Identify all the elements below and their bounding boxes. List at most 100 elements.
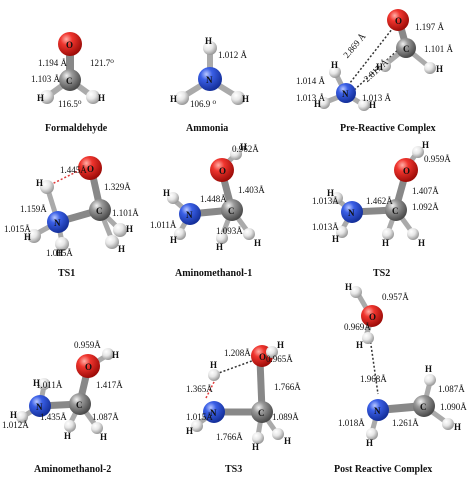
atom-label-h: H (37, 93, 44, 103)
hydrogen-atom (55, 237, 69, 251)
oxygen-atom (387, 9, 409, 31)
bond-length-label: 1.015Å (186, 412, 213, 422)
panel-aminomethanol-1: O C N H H H H H 0.962Å 1.403Å 1.448Å 1.0… (150, 142, 265, 279)
bond-length-label: 1.101 Å (424, 44, 454, 54)
hydrogen-atom (175, 91, 189, 105)
hydrogen-atom (252, 432, 264, 444)
atom-label-h: H (170, 94, 177, 104)
oxygen-atom (58, 32, 82, 56)
panel-title: Aminomethanol-2 (34, 464, 111, 475)
bond-length-label: 1.407Å (412, 186, 439, 196)
atom-label-h: H (163, 188, 170, 198)
hydrogen-atom (318, 97, 330, 109)
atom-label-n: N (342, 89, 349, 99)
panel-ts3: O C N H H H H H 1.208Å 0.965Å 1.365Å 1.7… (186, 340, 301, 475)
hydrogen-atom (38, 378, 50, 390)
bond-length-label: 0.965Å (266, 354, 293, 364)
oxygen-atom (210, 158, 234, 182)
atom-label-n: N (36, 402, 43, 412)
panel-title: TS2 (373, 268, 390, 279)
hydrogen-atom (86, 90, 100, 104)
carbon-atom (251, 401, 273, 423)
bond-length-label: 1.445Å (60, 165, 87, 175)
atom-label-h: H (382, 238, 389, 248)
bond-length-label: 1.013Å (312, 222, 339, 232)
distance-label: 2.869 Å (341, 31, 368, 60)
atom-label-h: H (277, 340, 284, 350)
bond-length-label: 1.101Å (112, 208, 139, 218)
hydrogen-atom (382, 228, 394, 240)
hydrogen-atom (64, 420, 76, 432)
bond-length-label: 0.962Å (232, 144, 259, 154)
oxygen-atom (76, 354, 100, 378)
hydrogen-atom (216, 232, 228, 244)
bond-length-label: 1.011Å (36, 380, 63, 390)
atom-label-n: N (54, 218, 61, 228)
carbon-atom (221, 199, 243, 221)
panel-formaldehyde: O C H H 1.194 Å 121.7⁰ 1.103 Å 116.5⁰ Fo… (31, 32, 114, 134)
hydrogen-atom (358, 99, 370, 111)
hydrogen-atom (191, 420, 203, 432)
atom-label-h: H (332, 234, 339, 244)
panel-title: TS3 (225, 464, 242, 475)
bond-length-label: 1.092Å (412, 202, 439, 212)
hydrogen-atom (40, 180, 54, 194)
bond-length-label: 1.197 Å (415, 22, 445, 32)
bond-length-label: 1.093Å (216, 226, 243, 236)
carbon-atom (413, 395, 435, 417)
nitrogen-atom (29, 395, 51, 417)
atom-label-n: N (210, 408, 217, 418)
atom-label-o: O (259, 352, 266, 362)
bond-length-label: 1.011Å (150, 220, 177, 230)
atom-label-o: O (369, 312, 376, 322)
panel-title: TS1 (58, 268, 75, 279)
panel-title: Aminomethanol-1 (175, 268, 252, 279)
bond-length-label: 0.959Å (74, 340, 101, 350)
atom-label-o: O (403, 166, 410, 176)
atom-label-h: H (436, 64, 443, 74)
atom-label-h: H (284, 436, 291, 446)
bond-length-label: 1.403Å (238, 185, 265, 195)
bond-length-label: 1.462Å (366, 196, 393, 206)
bond-length-label: 1.087Å (92, 412, 119, 422)
atom-label-n: N (348, 208, 355, 218)
interaction-line (345, 23, 397, 89)
atom-label-h: H (356, 340, 363, 350)
hydrogen-atom (272, 428, 284, 440)
nitrogen-atom (179, 203, 201, 225)
panel-ts2: O C N H H H H H 0.959Å 1.407Å 1.462Å 1.0… (312, 140, 451, 279)
bond-length-label: 1.208Å (224, 348, 251, 358)
atom-label-c: C (228, 206, 235, 216)
bond-length-label: 1.365Å (186, 384, 213, 394)
panel-title: Post Reactive Complex (334, 464, 432, 475)
atom-label-o: O (87, 164, 94, 174)
distance-label: 1.968Å (360, 374, 387, 384)
bond-length-label: 1.329Å (104, 182, 131, 192)
atom-label-c: C (76, 400, 83, 410)
atom-label-h: H (369, 100, 376, 110)
atom-label-o: O (66, 40, 73, 50)
atom-label-h: H (454, 422, 461, 432)
bond-length-label: 1.018Å (338, 418, 365, 428)
panel-title: Pre-Reactive Complex (340, 123, 436, 134)
nitrogen-atom (198, 67, 222, 91)
atom-label-h: H (64, 431, 71, 441)
atom-label-h: H (98, 93, 105, 103)
hydrogen-atom (230, 148, 242, 160)
atom-label-c: C (403, 44, 410, 54)
atom-label-n: N (186, 210, 193, 220)
atom-label-o: O (219, 166, 226, 176)
angle-label: 116.5⁰ (58, 99, 82, 109)
hydrogen-atom (208, 369, 220, 381)
carbon-atom (396, 38, 416, 58)
hydrogen-atom (350, 286, 362, 298)
bond-length-label: 1.766Å (274, 382, 301, 392)
bond-length-label: 1.159Å (20, 204, 47, 214)
interaction-line (49, 169, 81, 186)
bond-length-label: 1.014 Å (296, 76, 326, 86)
atom-label-h: H (240, 142, 247, 152)
hydrogen-atom (174, 228, 186, 240)
bond-length-label: 1.013Å (312, 196, 339, 206)
